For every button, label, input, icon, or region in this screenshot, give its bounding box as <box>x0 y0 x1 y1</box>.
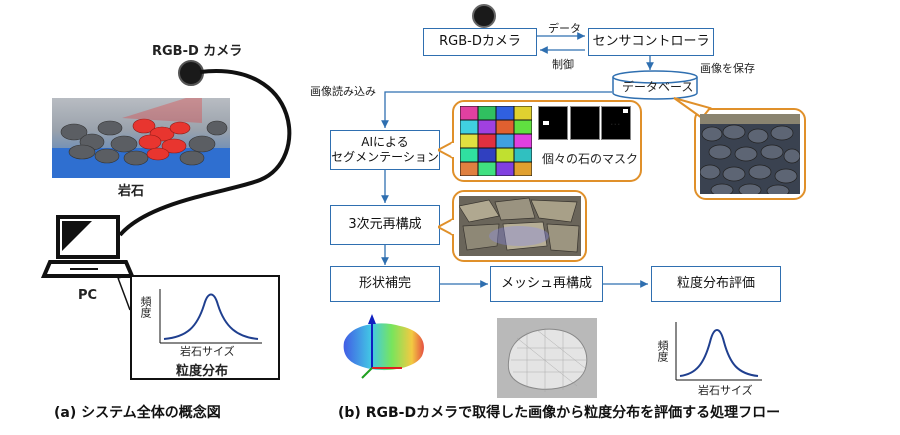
camera-icon-b <box>472 4 496 28</box>
control-label: 制御 <box>552 58 574 71</box>
rock-label: 岩石 <box>118 184 145 199</box>
mask-image-3 <box>601 106 631 140</box>
seg-callout-pointer <box>438 140 454 160</box>
masks-label: 個々の石のマスク <box>542 152 639 166</box>
mask-image-2 <box>570 106 600 140</box>
reconstruction-box: 3次元再構成 <box>330 205 440 245</box>
db-callout-pointer <box>673 97 712 120</box>
camera-box: RGB-Dカメラ <box>423 28 537 56</box>
shape-completion-box: 形状補完 <box>330 266 440 302</box>
database-label: データベース <box>622 80 694 94</box>
graph-a-xlabel: 岩石サイズ <box>180 345 235 358</box>
recon-callout-pointer <box>438 217 454 237</box>
graph-a-title: 粒度分布 <box>176 364 229 379</box>
caption-b: (b) RGB-Dカメラで取得した画像から粒度分布を評価する処理フロー <box>338 405 781 421</box>
point-cloud-image <box>340 312 430 382</box>
mask-image-1 <box>538 106 568 140</box>
database-cylinder <box>612 70 698 100</box>
save-label: 画像を保存 <box>700 62 755 75</box>
controller-box: センサコントローラ <box>588 28 714 56</box>
graph-a-ylabel: 頻度 <box>139 296 152 318</box>
graph-b-ylabel: 頻度 <box>656 340 669 362</box>
rock-pile-image <box>52 98 230 178</box>
ai-segmentation-box: AIによる セグメンテーション <box>330 130 440 170</box>
camera-label: RGB-D カメラ <box>152 44 243 59</box>
mask-ellipsis: ... <box>610 115 621 128</box>
graph-b <box>675 322 762 381</box>
reconstruction-image <box>459 196 581 256</box>
cable-and-pc <box>40 69 292 278</box>
pc-label: PC <box>78 288 98 303</box>
mesh-reconstruction-box: メッシュ再構成 <box>490 266 603 302</box>
segmentation-image <box>460 106 532 176</box>
load-label: 画像読み込み <box>310 85 376 98</box>
zoom-lines <box>117 274 131 311</box>
mesh-image <box>497 318 597 398</box>
caption-a: (a) システム全体の概念図 <box>54 405 221 421</box>
database-rock-image <box>700 114 800 194</box>
pc-graph-frame <box>130 275 280 380</box>
data-label: データ <box>548 22 581 35</box>
size-distribution-eval-box: 粒度分布評価 <box>651 266 781 302</box>
graph-b-xlabel: 岩石サイズ <box>698 384 753 397</box>
